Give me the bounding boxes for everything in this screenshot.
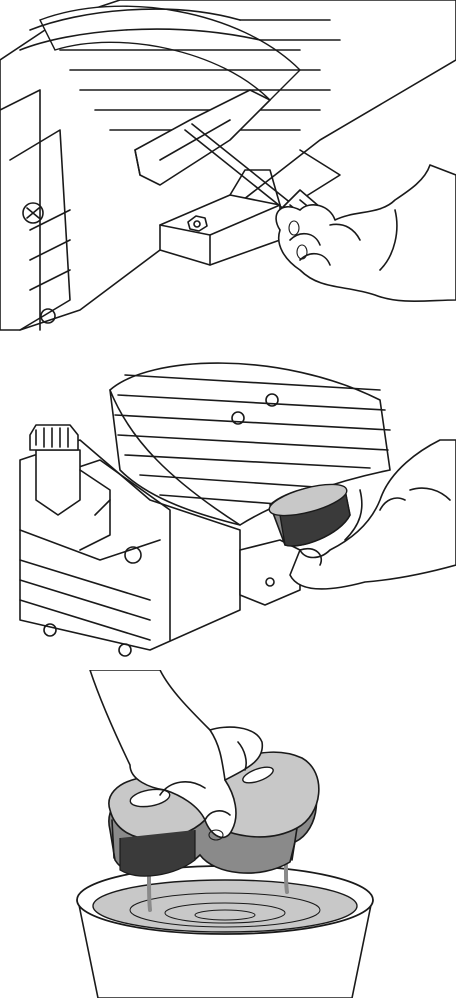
hand-removing-filter-element-icon xyxy=(0,350,456,668)
hand-dipping-element-into-bucket-icon xyxy=(0,670,456,998)
step-1-panel xyxy=(0,0,456,340)
screwdriver-prying-gasket-icon xyxy=(0,0,456,340)
step-2-panel xyxy=(0,350,456,668)
step-3-panel xyxy=(0,670,456,998)
hand xyxy=(276,165,456,301)
bucket xyxy=(77,866,373,998)
